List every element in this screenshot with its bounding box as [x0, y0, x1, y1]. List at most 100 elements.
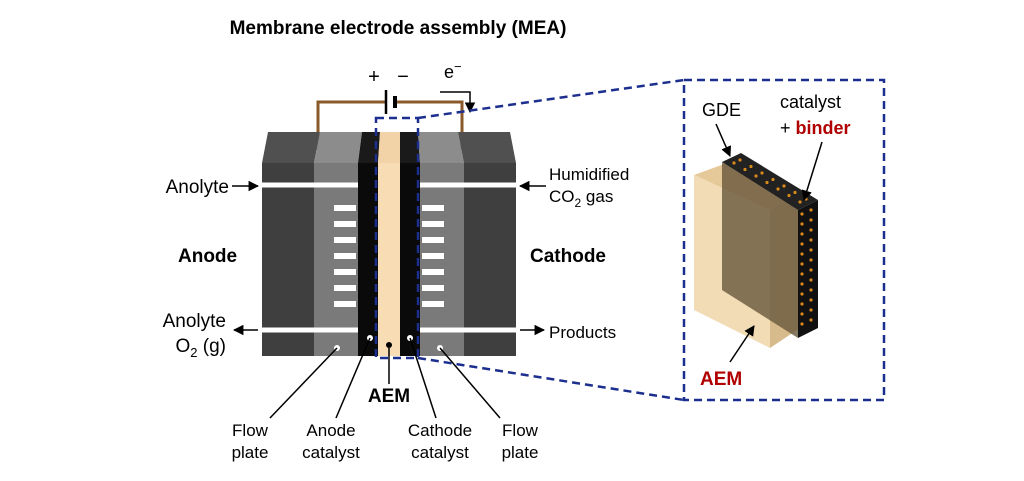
catalyst-dot [760, 171, 764, 175]
catalyst-dot [749, 164, 753, 169]
catalyst-dots [732, 158, 813, 326]
o2-label: O2 (g) [175, 336, 226, 360]
gde-front-face [722, 162, 798, 338]
mea-highlight-box [374, 116, 420, 360]
flow-channels-left [334, 205, 356, 307]
catalyst-dot [800, 252, 804, 256]
catalyst-dot [800, 232, 804, 236]
anode-catalyst-label-1: Anode [306, 421, 355, 440]
gde-arrow [715, 123, 732, 157]
catalyst-dot [809, 318, 813, 322]
catalyst-dot [809, 268, 813, 272]
catalyst-dot [800, 212, 804, 216]
gde-top-face [722, 153, 818, 210]
catalyst-dot [809, 298, 813, 302]
aem-label: AEM [368, 386, 410, 407]
anode-catalyst-leader [335, 337, 371, 419]
anolyte-out-label: Anolyte [163, 311, 226, 332]
plus-sign: + [368, 66, 380, 88]
flow-channel [334, 205, 356, 211]
zoom-line-bottom [417, 356, 685, 402]
anolyte-in-label: Anolyte [166, 177, 229, 198]
flow-channel [422, 253, 444, 259]
flow-channel [422, 237, 444, 243]
diagram-title: Membrane electrode assembly (MEA) [230, 18, 567, 39]
inset-3d-block [694, 153, 818, 348]
cathode-catalyst-layer [400, 163, 420, 356]
end-plate-right [464, 163, 516, 356]
catalyst-dot [800, 282, 804, 286]
flow-channel [422, 301, 444, 307]
catalyst-dot [809, 208, 813, 212]
catalyst-label: catalyst [780, 92, 841, 112]
flow-channel [422, 269, 444, 275]
co2-gas-label: CO2 gas [549, 187, 613, 210]
flow-channel [334, 285, 356, 291]
flow-plate-right-label-2: plate [502, 443, 539, 462]
flow-plate-left [314, 163, 358, 356]
zoom-line-top [417, 78, 685, 120]
inset-aem-label: AEM [700, 369, 742, 390]
flow-channel [422, 221, 444, 227]
flow-channel [334, 237, 356, 243]
catalyst-dot [800, 322, 804, 326]
catalyst-dot [800, 312, 804, 316]
catalyst-dot [809, 278, 813, 282]
catalyst-dot [800, 302, 804, 306]
electron-label: e− [444, 59, 462, 82]
inset-aem-arrow [729, 325, 755, 363]
catalyst-dot [800, 222, 804, 226]
catalyst-dot [771, 177, 775, 182]
catalyst-dot [809, 258, 813, 262]
aem-dot [386, 342, 392, 348]
catalyst-dot [765, 180, 769, 185]
catalyst-dot [776, 187, 780, 191]
catalyst-dot [793, 190, 797, 195]
binder-arrow [801, 141, 823, 202]
catalyst-dot [798, 200, 802, 204]
catalyst-dot [809, 248, 813, 252]
flow-channels-right [422, 205, 444, 307]
anode-catalyst-label-2: catalyst [302, 443, 360, 462]
flow-channel [334, 301, 356, 307]
catalyst-dot [743, 167, 747, 172]
anode-catalyst-layer [358, 163, 378, 356]
catalyst-dot [782, 184, 786, 188]
catalyst-dot [800, 292, 804, 296]
catalyst-dot [809, 228, 813, 232]
cell-top-faces [262, 132, 516, 163]
flow-plate-left-leader [269, 347, 338, 419]
flow-plate-right [420, 163, 464, 356]
flow-channel [334, 253, 356, 259]
flow-channel [334, 269, 356, 275]
catalyst-dot [800, 242, 804, 246]
catalyst-dot [732, 161, 736, 165]
flow-channel [334, 221, 356, 227]
catalyst-dot [809, 288, 813, 292]
anode-label: Anode [178, 246, 237, 267]
catalyst-dot [738, 158, 742, 162]
humidified-label: Humidified [549, 165, 629, 184]
flow-plate-right-leader [439, 347, 501, 419]
catalyst-dot [800, 262, 804, 266]
flow-plate-left-label-2: plate [232, 443, 269, 462]
catalyst-dot [809, 218, 813, 222]
aem-membrane [378, 163, 400, 356]
catalyst-dot [809, 238, 813, 242]
cathode-catalyst-leader [409, 337, 437, 419]
catalyst-dot [754, 174, 758, 178]
cathode-label: Cathode [530, 246, 606, 267]
flow-plate-right-label-1: Flow [502, 421, 539, 440]
flow-plate-left-label-1: Flow [232, 421, 269, 440]
catalyst-dot [800, 272, 804, 276]
binder-label: + binder [780, 118, 851, 138]
electron-flow-arrow [440, 91, 476, 114]
cathode-catalyst-label-1: Cathode [408, 421, 472, 440]
gde-side-face [798, 200, 818, 338]
end-plate-left [262, 163, 314, 356]
flow-channel [422, 285, 444, 291]
catalyst-dot [809, 308, 813, 312]
minus-sign: − [397, 66, 409, 88]
flow-channel [422, 205, 444, 211]
